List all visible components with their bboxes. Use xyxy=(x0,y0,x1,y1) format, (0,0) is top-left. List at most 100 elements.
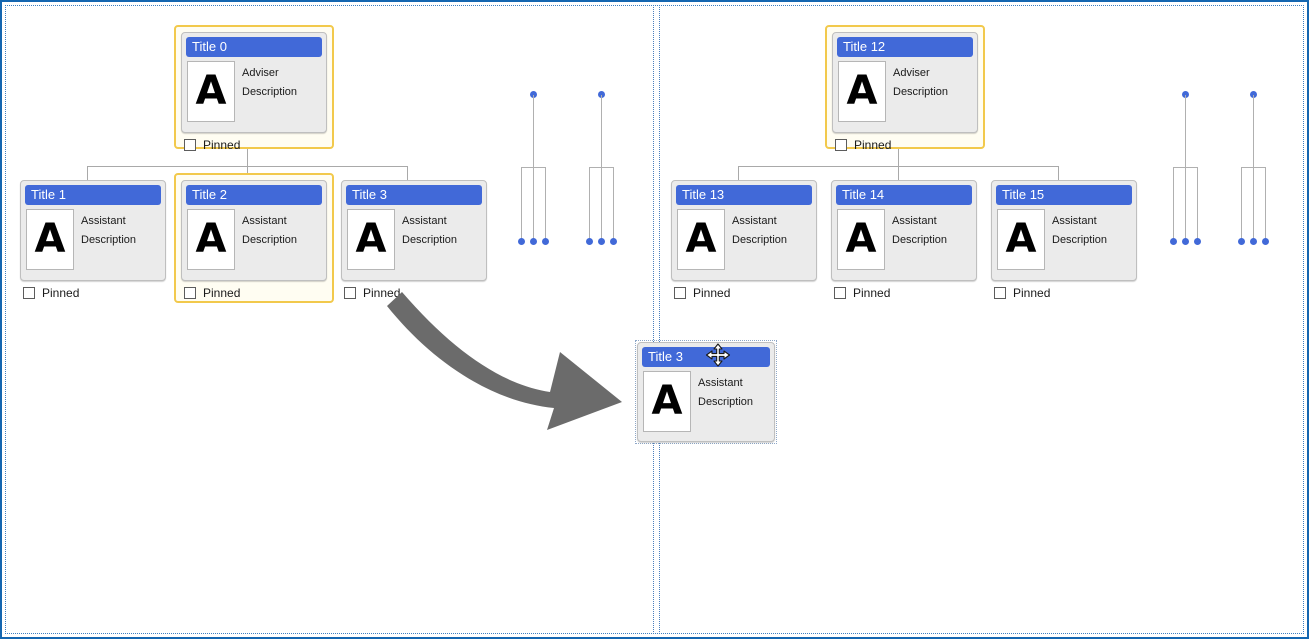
pinned-row[interactable]: Pinned xyxy=(344,286,400,300)
node-role: Assistant xyxy=(402,215,447,227)
pinned-checkbox[interactable] xyxy=(184,287,196,299)
mini-tree-leaf-dot-1 xyxy=(1170,238,1177,245)
pinned-row[interactable]: Pinned xyxy=(184,286,240,300)
node-title-0[interactable]: Title 0 A Adviser Description Pinned xyxy=(174,25,334,152)
avatar: A xyxy=(838,61,886,122)
mini-tree-leaf-stem-3 xyxy=(1197,167,1198,241)
node-description: Description xyxy=(242,86,298,98)
pinned-checkbox[interactable] xyxy=(994,287,1006,299)
dragged-node-ghost[interactable]: Title 3 A Assistant Description xyxy=(635,340,777,444)
mini-tree-leaf-stem-2 xyxy=(601,167,602,241)
node-title: Title 15 xyxy=(996,185,1132,205)
pinned-row[interactable]: Pinned xyxy=(674,286,730,300)
pinned-row[interactable]: Pinned xyxy=(994,286,1050,300)
node-role: Assistant xyxy=(242,215,287,227)
node-title-15[interactable]: Title 15 A Assistant Description Pinned xyxy=(991,180,1137,300)
node-fields: Assistant Description xyxy=(1052,212,1132,250)
mini-tree-leaf-dot-3 xyxy=(610,238,617,245)
pinned-checkbox[interactable] xyxy=(184,139,196,151)
node-fields: Assistant Description xyxy=(402,212,482,250)
pinned-label: Pinned xyxy=(203,138,241,152)
pinned-label: Pinned xyxy=(1013,286,1051,300)
avatar: A xyxy=(347,209,395,270)
node-fields: Assistant Description xyxy=(242,212,322,250)
node-fields: Adviser Description xyxy=(893,64,973,102)
pinned-row[interactable]: Pinned xyxy=(23,286,79,300)
node-role: Adviser xyxy=(893,67,930,79)
node-role: Adviser xyxy=(242,67,279,79)
node-fields: Assistant Description xyxy=(732,212,812,250)
node-card[interactable]: Title 1 A Assistant Description xyxy=(20,180,166,281)
pinned-row[interactable]: Pinned xyxy=(184,138,240,152)
node-title: Title 13 xyxy=(676,185,812,205)
mini-tree-root-stem xyxy=(1185,95,1186,167)
panel-splitter-right-line[interactable] xyxy=(659,7,660,632)
pinned-label: Pinned xyxy=(363,286,401,300)
node-card[interactable]: Title 15 A Assistant Description xyxy=(991,180,1137,281)
pinned-label: Pinned xyxy=(854,138,892,152)
node-title-3[interactable]: Title 3 A Assistant Description Pinned xyxy=(341,180,487,300)
pinned-checkbox[interactable] xyxy=(834,287,846,299)
mini-tree-leaf-dot-1 xyxy=(518,238,525,245)
node-card[interactable]: Title 0 A Adviser Description xyxy=(181,32,327,133)
node-card[interactable]: Title 2 A Assistant Description xyxy=(181,180,327,281)
pinned-label: Pinned xyxy=(853,286,891,300)
mini-tree-root-dot xyxy=(598,91,605,98)
mini-tree-leaf-dot-2 xyxy=(1182,238,1189,245)
panel-splitter-left-line[interactable] xyxy=(653,7,654,632)
node-description: Description xyxy=(893,86,949,98)
mini-tree-leaf-dot-1 xyxy=(1238,238,1245,245)
pinned-checkbox[interactable] xyxy=(674,287,686,299)
node-role: Assistant xyxy=(892,215,937,227)
node-role: Assistant xyxy=(698,377,743,389)
mini-tree-leaf-dot-3 xyxy=(542,238,549,245)
mini-tree-leaf-stem-2 xyxy=(533,167,534,241)
node-card[interactable]: Title 14 A Assistant Description xyxy=(831,180,977,281)
node-description: Description xyxy=(402,234,458,246)
mini-tree-leaf-stem-1 xyxy=(1241,167,1242,241)
connector-child-1-stem xyxy=(738,166,739,180)
avatar: A xyxy=(187,61,235,122)
node-title-13[interactable]: Title 13 A Assistant Description Pinned xyxy=(671,180,817,300)
node-card[interactable]: Title 3 A Assistant Description xyxy=(341,180,487,281)
node-title-14[interactable]: Title 14 A Assistant Description Pinned xyxy=(831,180,977,300)
mini-tree-leaf-stem-3 xyxy=(613,167,614,241)
node-title-1[interactable]: Title 1 A Assistant Description Pinned xyxy=(20,180,166,300)
mini-tree-leaf-stem-3 xyxy=(1265,167,1266,241)
connector-root-stem xyxy=(898,135,899,166)
pinned-label: Pinned xyxy=(42,286,80,300)
node-title-12[interactable]: Title 12 A Adviser Description Pinned xyxy=(825,25,985,152)
pinned-label: Pinned xyxy=(693,286,731,300)
mini-tree-leaf-stem-1 xyxy=(1173,167,1174,241)
mini-tree-leaf-stem-3 xyxy=(545,167,546,241)
mini-tree-root-dot xyxy=(530,91,537,98)
connector-child-2-stem xyxy=(898,166,899,180)
node-fields: Assistant Description xyxy=(892,212,972,250)
node-title-2[interactable]: Title 2 A Assistant Description Pinned xyxy=(174,173,334,303)
node-title: Title 14 xyxy=(836,185,972,205)
avatar: A xyxy=(677,209,725,270)
mini-tree-leaf-dot-3 xyxy=(1262,238,1269,245)
pinned-label: Pinned xyxy=(203,286,241,300)
pinned-checkbox[interactable] xyxy=(344,287,356,299)
node-card[interactable]: Title 13 A Assistant Description xyxy=(671,180,817,281)
avatar: A xyxy=(837,209,885,270)
mini-tree-leaf-stem-1 xyxy=(521,167,522,241)
mini-tree-leaf-dot-2 xyxy=(1250,238,1257,245)
pinned-row[interactable]: Pinned xyxy=(835,138,891,152)
mini-tree-diagram-2 xyxy=(582,87,622,247)
pinned-row[interactable]: Pinned xyxy=(834,286,890,300)
drag-ghost-outline xyxy=(635,340,777,444)
pinned-checkbox[interactable] xyxy=(835,139,847,151)
node-card[interactable]: Title 12 A Adviser Description xyxy=(832,32,978,133)
mini-tree-leaf-dot-2 xyxy=(530,238,537,245)
mini-tree-root-stem xyxy=(601,95,602,167)
node-role: Assistant xyxy=(1052,215,1097,227)
node-description: Description xyxy=(892,234,948,246)
mini-tree-leaf-stem-2 xyxy=(1253,167,1254,241)
mini-tree-leaf-dot-3 xyxy=(1194,238,1201,245)
node-card[interactable]: Title 3 A Assistant Description xyxy=(637,342,775,442)
node-description: Description xyxy=(242,234,298,246)
connector-child-3-stem xyxy=(407,166,408,180)
pinned-checkbox[interactable] xyxy=(23,287,35,299)
